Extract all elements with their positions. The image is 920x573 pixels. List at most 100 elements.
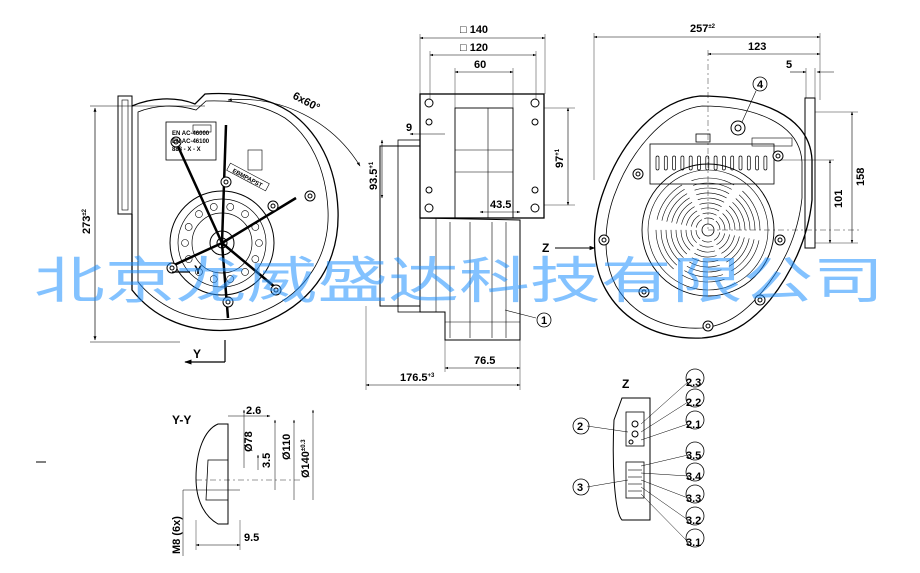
vent-slot [746,155,751,171]
rotor-hole [184,223,193,231]
dim-43-5: 43.5 [490,199,511,211]
vent-slot [755,155,759,171]
motor-flange [419,93,545,219]
dim-140: □ 140 [460,24,488,36]
rib [221,242,277,289]
grille-arc [689,261,720,268]
callout-circle [685,410,705,430]
grille-arc [728,238,750,267]
callout-1-circle [536,312,552,328]
grille-arc [691,177,735,186]
rotor-hole [226,203,235,211]
dim-3-5: 3.5 [261,453,273,468]
grille-arc [681,206,695,225]
section-yy [36,409,315,556]
grille-arc [680,229,691,251]
vent-slot [713,155,718,171]
rib [171,241,223,268]
callout-2-2: 2.2 [686,397,701,409]
vent-slot [663,155,668,171]
grille-arc [690,229,697,243]
grille-arc [696,248,716,253]
rotor-hole [181,239,189,247]
grille-arc [655,229,674,270]
middle-view [365,34,575,390]
dim-60: 60 [474,59,486,71]
vent-slot [688,155,693,171]
grille-arc [723,236,740,259]
label-line-1: EN AC-46000 [172,131,210,137]
vent-slot [722,155,726,171]
grille-arc [699,244,714,248]
grille-arc [729,205,741,231]
grille-arc [694,253,717,258]
vent-slot [697,155,701,171]
callout-4-circle [752,76,768,92]
grille-arc [671,197,690,223]
dim-78: Ø78 [243,431,255,452]
dim-140-section: Ø140±0.3 [300,439,312,478]
callout-circle [685,528,705,548]
height-dimension: 273±2 [81,208,93,234]
grille-arc [691,257,719,263]
dim-110: Ø110 [281,434,293,460]
rotor-hole [195,268,203,276]
grille-arc [676,201,693,224]
arrow-icon [192,124,212,133]
grille-arc [701,240,712,243]
grille-arc [694,187,730,194]
callout-circle [685,368,705,388]
callout-circle [572,417,590,435]
dim-9-5: 9.5 [244,532,259,544]
grille-arc [718,234,730,250]
callout-circle [685,441,705,461]
grille-arc [684,270,723,278]
grille-arc [722,213,731,231]
rotor-hole [241,268,249,276]
right-view-text: 257±2 123 5 158 101 Z 4 [542,23,867,255]
grille-arc [686,266,722,273]
grille-arc [665,229,681,262]
vent-slot [730,155,735,171]
callout-circle [685,506,705,526]
callout-3-2: 3.2 [686,515,701,527]
grille-arc [693,182,732,190]
grille-arc [661,188,685,221]
dim-97: 97+1 [554,148,566,168]
grille-arc [726,237,745,263]
callout-3-3: 3.3 [686,493,701,505]
section-title: Y-Y [172,413,191,427]
grille-arc [725,209,736,231]
rotor-hole [209,275,218,283]
callout-2-1: 2.1 [686,419,701,431]
vent-slot [655,155,660,171]
vent-slot [672,155,676,171]
dim-101: 101 [833,190,845,208]
detail-z [572,368,705,548]
grille-arc [695,219,703,228]
grille-arc [699,202,722,207]
callout-circle [685,462,705,482]
grille-arc [696,192,727,199]
grille-arc [666,193,688,222]
callout-4: 4 [757,79,764,91]
callout-3: 3 [577,482,583,494]
callout-circle [685,388,705,408]
rib [174,141,224,244]
rating-label [165,121,217,161]
grille-arc [697,197,725,203]
callout-2: 2 [577,421,583,433]
grille-arc [691,215,700,227]
dim-76-5: 76.5 [474,355,495,367]
section-marker-mid: Y [194,263,202,277]
grille-arc [713,232,721,241]
dim-5: 5 [786,59,792,71]
rotor-hole [255,239,263,247]
callout-2-3: 2.3 [686,377,701,389]
left-view [90,92,361,365]
dim-2-6: 2.6 [246,405,261,417]
left-view-text: EN AC-46000 EN AC-46100 888 - X - X EBMP… [81,90,322,361]
rotor-hole [241,210,249,218]
